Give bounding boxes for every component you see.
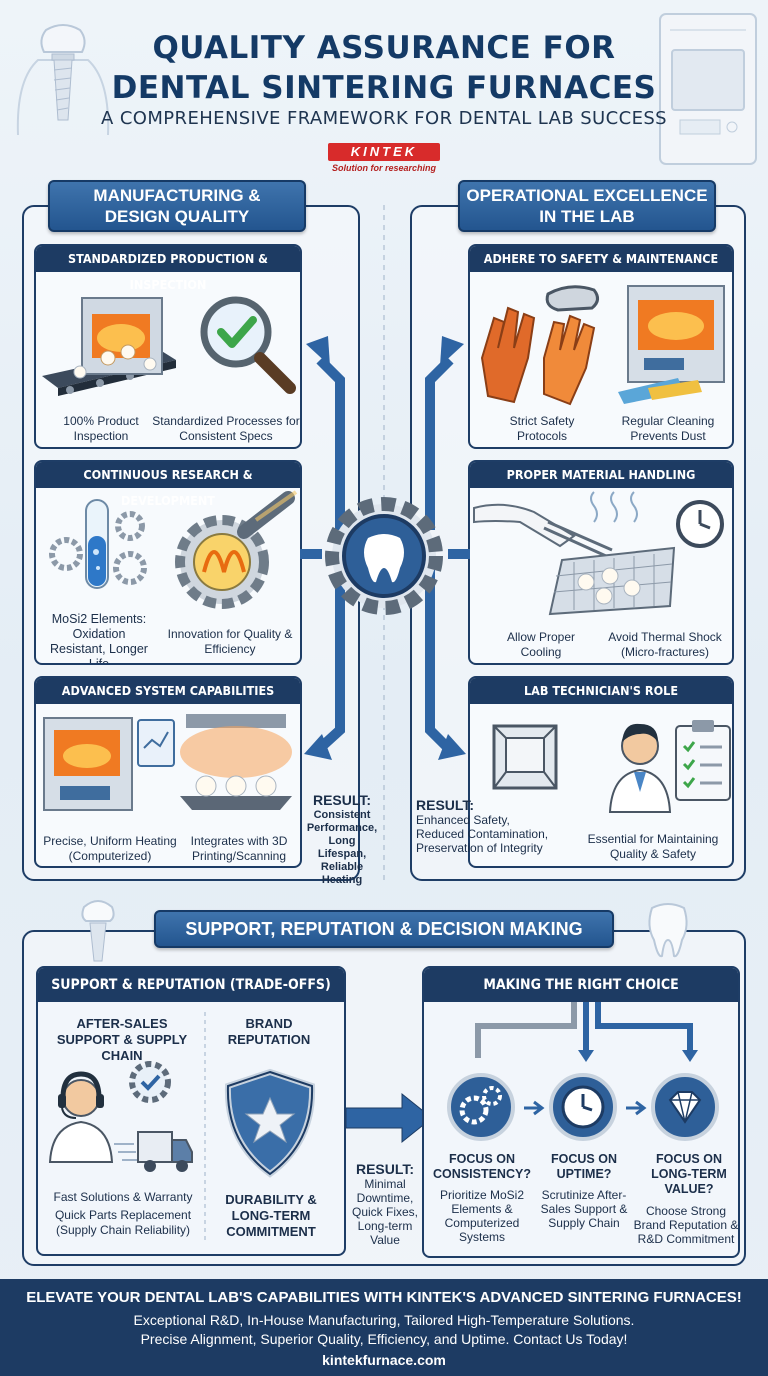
card-title: CONTINUOUS RESEARCH & DEVELOPMENT bbox=[36, 462, 300, 508]
card-material-handling: PROPER MATERIAL HANDLING Allow Proper Co… bbox=[468, 460, 734, 665]
card-title: STANDARDIZED PRODUCTION & INSPECTION bbox=[36, 246, 300, 292]
delivery-truck-icon bbox=[114, 1131, 193, 1172]
furnace-cleaning-icon bbox=[618, 285, 725, 404]
arrow-right-icon bbox=[626, 1100, 647, 1116]
caption-thermal-shock: Avoid Thermal Shock (Micro-fractures) bbox=[608, 630, 722, 659]
card-support-tradeoffs: SUPPORT & REPUTATION (TRADE-OFFS) AFTER-… bbox=[36, 966, 346, 1256]
choice-branch-arrows bbox=[475, 1002, 698, 1062]
arrow-right-icon bbox=[524, 1100, 545, 1116]
gear-heating-element-icon bbox=[175, 490, 298, 609]
advice-long-term-value: Choose Strong Brand Reputation & R&D Com… bbox=[633, 1204, 739, 1246]
card-title: PROPER MATERIAL HANDLING bbox=[470, 462, 732, 488]
consistency-gears-icon bbox=[447, 1073, 515, 1141]
focus-consistency: FOCUS ON CONSISTENCY? bbox=[433, 1152, 531, 1181]
uptime-clock-icon bbox=[549, 1073, 617, 1141]
card-title: SUPPORT & REPUTATION (TRADE-OFFS) bbox=[38, 968, 344, 1002]
furnace-chamber-icon bbox=[492, 724, 558, 790]
caption-regular-cleaning: Regular Cleaning Prevents Dust bbox=[621, 414, 715, 443]
caption-allow-cooling: Allow Proper Cooling bbox=[506, 630, 576, 659]
dental-implant-icon bbox=[16, 24, 110, 136]
footer-line-1: Exceptional R&D, In-House Manufacturing,… bbox=[133, 1312, 635, 1328]
caption-innovation: Innovation for Quality & Efficiency bbox=[167, 627, 293, 656]
operational-tab-line-2: IN THE LAB bbox=[539, 207, 635, 226]
caption-fast-solutions: Fast Solutions & Warranty bbox=[53, 1190, 193, 1204]
column-divider bbox=[204, 1012, 206, 1242]
focus-long-term-value: FOCUS ON LONG-TERM VALUE? bbox=[651, 1152, 727, 1196]
card-advanced-capabilities: ADVANCED SYSTEM CAPABILITIES Precise, Un… bbox=[34, 676, 302, 868]
result-label: RESULT: bbox=[312, 792, 372, 808]
card-safety-maintenance: ADHERE TO SAFETY & MAINTENANCE Strict Sa… bbox=[468, 244, 734, 449]
tweezers-tray-icon bbox=[473, 491, 676, 616]
manufacturing-tab: MANUFACTURING & DESIGN QUALITY bbox=[48, 180, 306, 232]
page-title: QUALITY ASSURANCE FOR DENTAL SINTERING F… bbox=[0, 28, 768, 108]
card-title: ADVANCED SYSTEM CAPABILITIES bbox=[36, 678, 300, 704]
checklist-clipboard-icon bbox=[675, 720, 731, 801]
result-arrow bbox=[345, 1092, 433, 1144]
implant-small-icon bbox=[81, 900, 115, 962]
result-text: Consistent Performance, Long Lifespan, R… bbox=[306, 809, 378, 886]
sintering-tray-heaters-icon bbox=[180, 714, 292, 810]
footer-url[interactable]: kintekfurnace.com bbox=[322, 1352, 446, 1368]
support-result: RESULT: Minimal Downtime, Quick Fixes, L… bbox=[350, 1162, 420, 1247]
furnace-background-icon bbox=[659, 13, 757, 165]
kintek-logo: KINTEK bbox=[328, 143, 440, 161]
footer-headline: ELEVATE YOUR DENTAL LAB'S CAPABILITIES W… bbox=[26, 1289, 742, 1306]
card-title: LAB TECHNICIAN'S ROLE bbox=[470, 678, 732, 704]
gloves-goggles-icon bbox=[480, 285, 599, 406]
caption-standardized-processes: Standardized Processes for Consistent Sp… bbox=[152, 414, 300, 443]
shield-star-icon bbox=[224, 1068, 316, 1178]
conveyor-furnace-icon bbox=[42, 297, 176, 396]
brand-reputation-title: BRAND REPUTATION bbox=[227, 1016, 311, 1047]
caption-quick-parts: Quick Parts Replacement (Supply Chain Re… bbox=[54, 1208, 192, 1237]
card-standardized-production: STANDARDIZED PRODUCTION & INSPECTION 100… bbox=[34, 244, 302, 449]
title-line-1: QUALITY ASSURANCE FOR bbox=[152, 30, 616, 66]
card-lab-technician: LAB TECHNICIAN'S ROLE Essential for Main… bbox=[468, 676, 734, 868]
advice-consistency: Prioritize MoSi2 Elements & Computerized… bbox=[439, 1188, 525, 1244]
caption-technician-role: Essential for Maintaining Quality & Safe… bbox=[587, 832, 719, 861]
support-agent-icon bbox=[48, 1071, 114, 1163]
manufacturing-tab-line-1: MANUFACTURING & bbox=[93, 186, 261, 205]
caption-durability: DURABILITY & LONG-TERM COMMITMENT bbox=[225, 1192, 317, 1239]
footer-banner: ELEVATE YOUR DENTAL LAB'S CAPABILITIES W… bbox=[0, 1279, 768, 1376]
manufacturing-result: RESULT: Consistent Performance, Long Lif… bbox=[304, 792, 380, 887]
gear-check-icon bbox=[129, 1061, 171, 1103]
operational-result: RESULT: Enhanced Safety, Reduced Contami… bbox=[416, 798, 556, 855]
advice-uptime: Scrutinize After-Sales Support & Supply … bbox=[540, 1188, 628, 1230]
caption-safety-protocols: Strict Safety Protocols bbox=[509, 414, 575, 443]
page-subtitle: A COMPREHENSIVE FRAMEWORK FOR DENTAL LAB… bbox=[101, 108, 667, 129]
title-line-2: DENTAL SINTERING FURNACES bbox=[111, 70, 657, 106]
caption-mosi2-elements: MoSi2 Elements: Oxidation Resistant, Lon… bbox=[50, 612, 148, 665]
diamond-icon bbox=[651, 1073, 719, 1141]
result-text: Enhanced Safety, Reduced Contamination, … bbox=[416, 813, 549, 855]
computerized-furnace-icon bbox=[43, 717, 175, 811]
support-tab: SUPPORT, REPUTATION & DECISION MAKING bbox=[154, 910, 614, 948]
result-text: Minimal Downtime, Quick Fixes, Long-term… bbox=[351, 1177, 418, 1247]
magnifier-check-icon bbox=[200, 296, 296, 394]
focus-uptime: FOCUS ON UPTIME? bbox=[551, 1152, 617, 1181]
tooth-gear-hub-icon bbox=[325, 497, 443, 615]
result-label: RESULT: bbox=[416, 797, 475, 813]
test-tube-gears-icon bbox=[49, 499, 147, 589]
flow-arrows bbox=[300, 336, 470, 760]
technician-icon bbox=[608, 723, 672, 813]
caption-3d-integration: Integrates with 3D Printing/Scanning bbox=[190, 834, 288, 863]
tooth-small-icon bbox=[648, 903, 688, 958]
card-title: ADHERE TO SAFETY & MAINTENANCE bbox=[470, 246, 732, 272]
card-title: MAKING THE RIGHT CHOICE bbox=[424, 968, 738, 1002]
footer-line-2: Precise Alignment, Superior Quality, Eff… bbox=[140, 1331, 628, 1347]
operational-tab-line-1: OPERATIONAL EXCELLENCE bbox=[466, 186, 708, 205]
manufacturing-tab-line-2: DESIGN QUALITY bbox=[104, 207, 250, 226]
card-right-choice: MAKING THE RIGHT CHOICE FOCUS ON CONSIST… bbox=[422, 966, 740, 1258]
caption-uniform-heating: Precise, Uniform Heating (Computerized) bbox=[43, 834, 177, 863]
after-sales-title: AFTER-SALES SUPPORT & SUPPLY CHAIN bbox=[56, 1016, 188, 1063]
caption-product-inspection: 100% Product Inspection bbox=[63, 414, 139, 443]
result-label: RESULT: bbox=[355, 1161, 415, 1177]
card-research-development: CONTINUOUS RESEARCH & DEVELOPMENT MoSi2 … bbox=[34, 460, 302, 665]
logo-tagline: Solution for researching bbox=[331, 163, 436, 173]
operational-tab: OPERATIONAL EXCELLENCE IN THE LAB bbox=[458, 180, 716, 232]
clock-icon bbox=[676, 500, 724, 548]
